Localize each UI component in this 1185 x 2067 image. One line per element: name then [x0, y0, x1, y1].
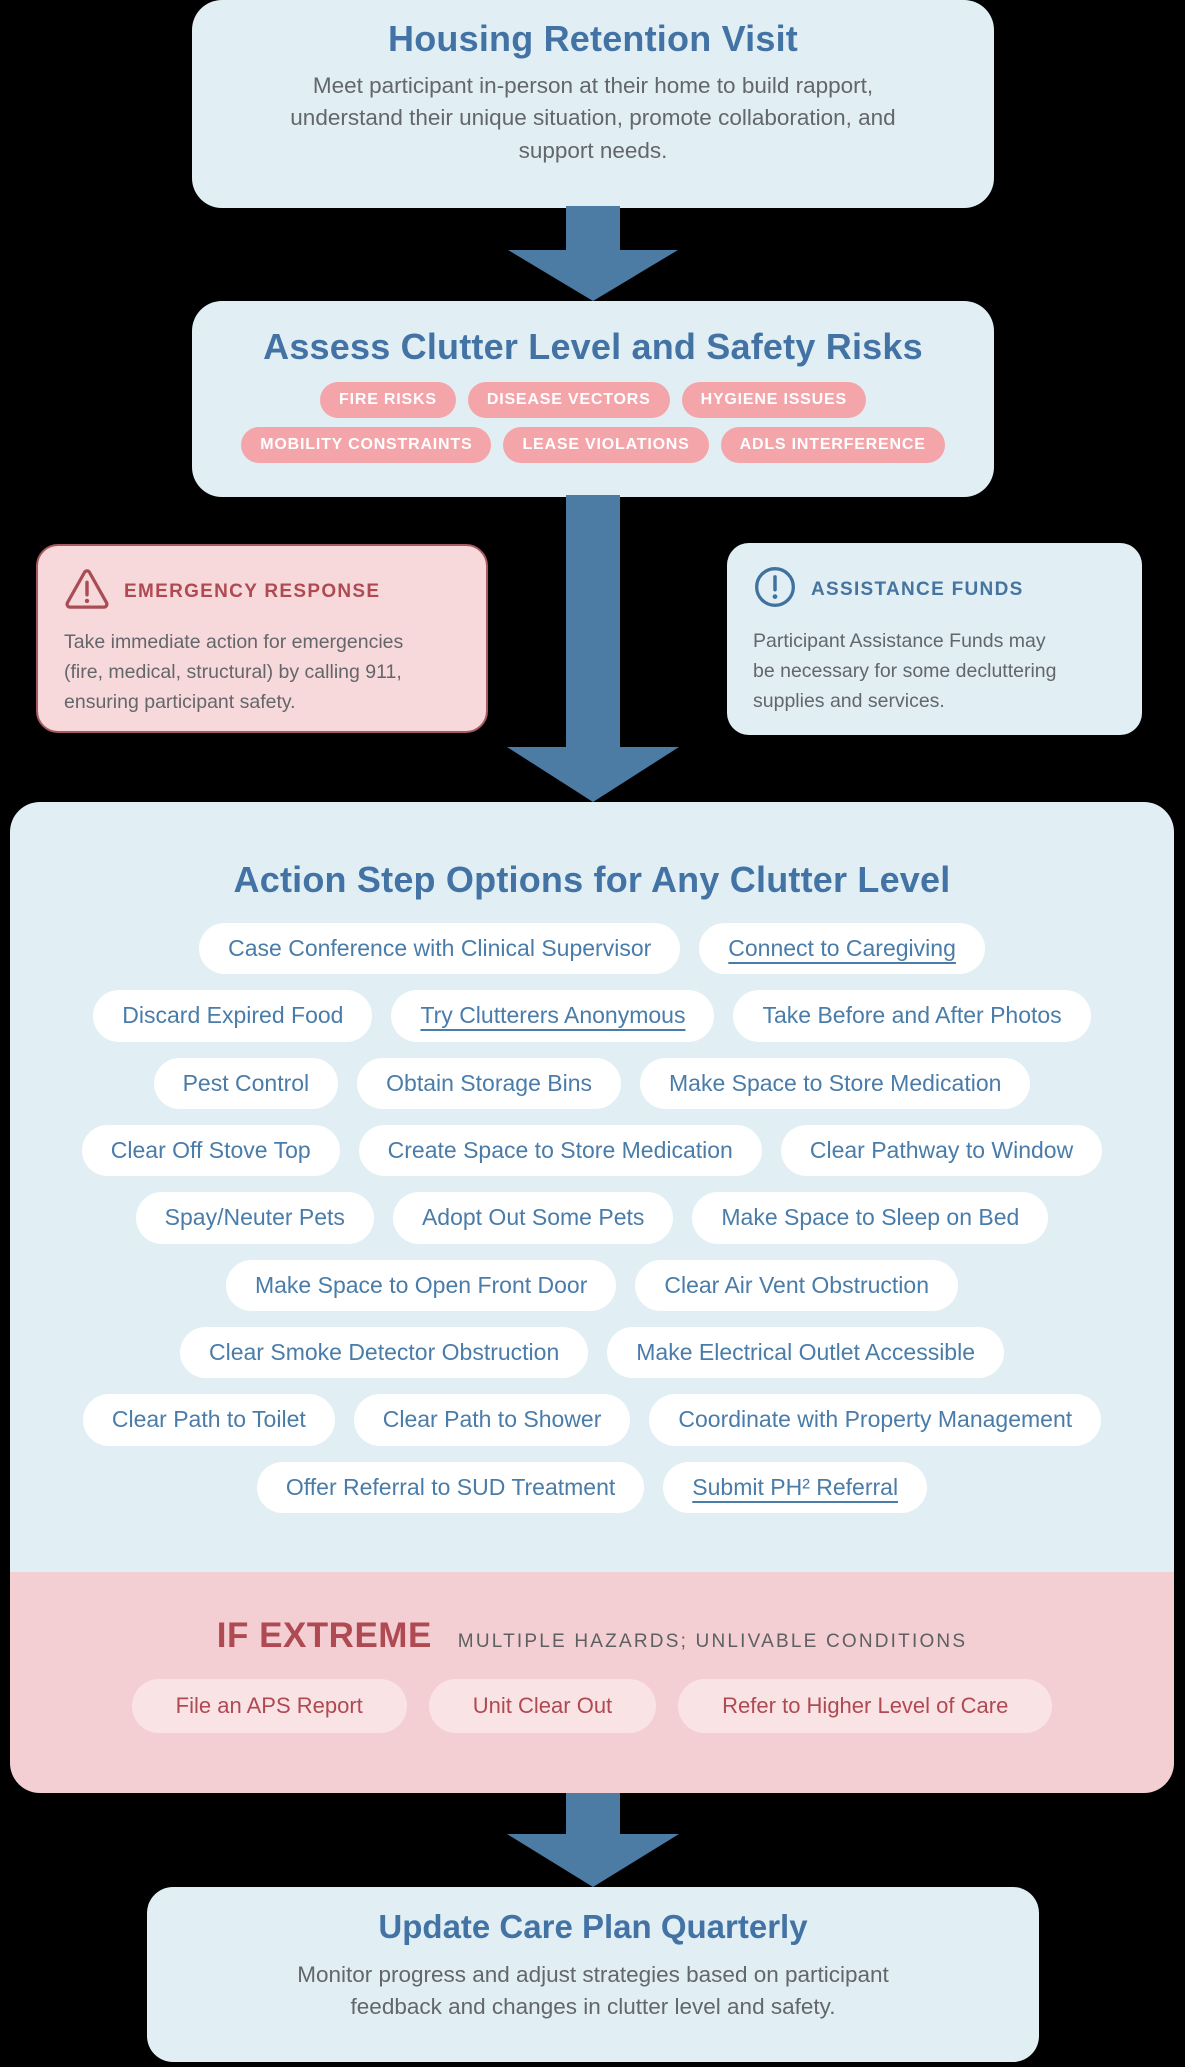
action-pill: Clear Air Vent Obstruction	[635, 1259, 958, 1311]
assistance-description: Participant Assistance Funds may be nece…	[753, 630, 1057, 713]
step2-title: Assess Clutter Level and Safety Risks	[263, 326, 923, 367]
action-pill-link[interactable]: Try Clutterers Anonymous	[391, 990, 715, 1042]
emergency-description: Take immediate action for emergencies (f…	[64, 631, 404, 714]
action-pill: Pest Control	[153, 1057, 339, 1110]
assess-clutter-box: Assess Clutter Level and Safety Risks FI…	[192, 301, 994, 497]
risk-tag: HYGIENE ISSUES	[681, 382, 866, 419]
down-arrow-icon	[507, 495, 679, 802]
action-pill: Take Before and After Photos	[733, 990, 1091, 1042]
action-pill: Spay/Neuter Pets	[135, 1192, 374, 1244]
action-pill: Clear Pathway to Window	[780, 1125, 1103, 1177]
action-pill: Adopt Out Some Pets	[392, 1192, 674, 1244]
housing-retention-visit-box: Housing Retention Visit Meet participant…	[192, 0, 994, 208]
action-pill: Clear Off Stove Top	[81, 1125, 340, 1177]
final-title: Update Care Plan Quarterly	[378, 1908, 808, 1945]
action-pill: Discard Expired Food	[93, 990, 373, 1042]
extreme-pill: File an APS Report	[131, 1679, 407, 1733]
risk-tag: DISEASE VECTORS	[467, 382, 670, 419]
action-pill: Make Space to Open Front Door	[225, 1259, 617, 1311]
risk-tag: LEASE VIOLATIONS	[503, 427, 709, 464]
action-pill: Coordinate with Property Management	[649, 1394, 1102, 1446]
action-pill: Offer Referral to SUD Treatment	[256, 1461, 645, 1513]
emergency-title: EMERGENCY RESPONSE	[124, 580, 381, 602]
action-pill-link[interactable]: Connect to Caregiving	[699, 923, 985, 975]
action-step-options-panel: Action Step Options for Any Clutter Leve…	[10, 802, 1174, 1572]
step1-description: Meet participant in-person at their home…	[290, 73, 896, 163]
warning-triangle-icon	[64, 568, 110, 615]
risk-tag: ADLS INTERFERENCE	[720, 427, 945, 464]
assistance-title: ASSISTANCE FUNDS	[811, 578, 1024, 600]
update-care-plan-box: Update Care Plan Quarterly Monitor progr…	[147, 1887, 1039, 2062]
assistance-funds-callout: ASSISTANCE FUNDS Participant Assistance …	[727, 543, 1142, 735]
extreme-title: IF EXTREME	[216, 1616, 432, 1655]
alert-circle-icon	[753, 565, 797, 614]
final-description: Monitor progress and adjust strategies b…	[297, 1961, 889, 2019]
action-pill: Create Space to Store Medication	[358, 1125, 762, 1177]
extreme-pill-row: File an APS Report Unit Clear Out Refer …	[10, 1679, 1174, 1733]
action-pill: Obtain Storage Bins	[357, 1057, 621, 1110]
action-pill: Make Space to Store Medication	[640, 1057, 1031, 1110]
step1-title: Housing Retention Visit	[388, 18, 798, 59]
down-arrow-icon	[508, 206, 678, 301]
action-pill: Make Electrical Outlet Accessible	[607, 1326, 1004, 1379]
emergency-response-callout: EMERGENCY RESPONSE Take immediate action…	[36, 544, 488, 733]
extreme-pill: Unit Clear Out	[428, 1679, 657, 1733]
action-title: Action Step Options for Any Clutter Leve…	[233, 859, 951, 900]
action-pill-rows: Case Conference with Clinical Supervisor…	[10, 923, 1174, 1513]
risk-tag-rows: FIRE RISKS DISEASE VECTORS HYGIENE ISSUE…	[192, 382, 994, 464]
action-pill: Clear Smoke Detector Obstruction	[180, 1326, 589, 1379]
action-pill: Case Conference with Clinical Supervisor	[199, 923, 681, 975]
action-pill-link[interactable]: Submit PH² Referral	[663, 1461, 928, 1513]
extreme-pill: Refer to Higher Level of Care	[678, 1679, 1053, 1733]
action-pill: Clear Path to Shower	[353, 1394, 631, 1446]
risk-tag: MOBILITY CONSTRAINTS	[241, 427, 492, 464]
extreme-subtitle: MULTIPLE HAZARDS; UNLIVABLE CONDITIONS	[457, 1631, 968, 1652]
down-arrow-icon	[507, 1793, 679, 1887]
action-pill: Make Space to Sleep on Bed	[692, 1192, 1049, 1244]
action-pill: Clear Path to Toilet	[82, 1394, 335, 1446]
if-extreme-panel: IF EXTREME MULTIPLE HAZARDS; UNLIVABLE C…	[10, 1572, 1174, 1793]
risk-tag: FIRE RISKS	[320, 382, 456, 419]
